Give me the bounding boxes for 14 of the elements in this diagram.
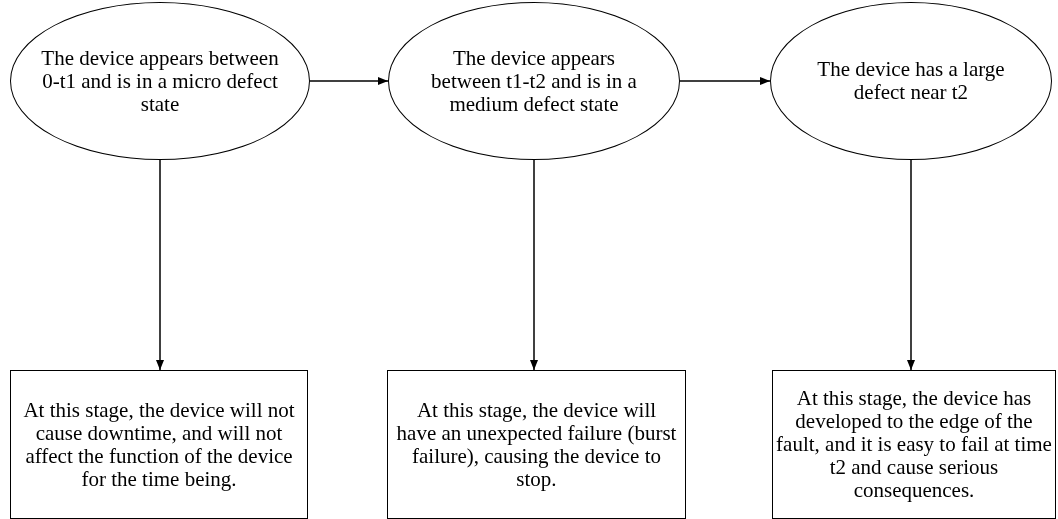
arrow (679, 77, 771, 85)
node-text: The device appears between 0-t1 and is in a micro defect state (40, 46, 280, 116)
node-text: The device appears between t1-t2 and is in a medium defect state (430, 46, 638, 116)
arrow (309, 77, 389, 85)
node-text: At this stage, the device will not cause downtime, and will not affect the function of the device for the time being. (22, 398, 296, 491)
node-text: At this stage, the device has developed to the edge of the fault, and it is easy to fail at time t2 and cause serious consequences. (775, 387, 1053, 502)
arrow (530, 159, 538, 371)
description-box (387, 370, 686, 519)
arrow (156, 159, 164, 371)
node-text: At this stage, the device will have an unexpected failure (burst failure), causing the device to stop. (396, 398, 677, 491)
arrow (907, 159, 915, 371)
node-text: The device has a large defect near t2 (816, 58, 1006, 104)
description-box (10, 370, 308, 519)
description-box (772, 370, 1056, 519)
